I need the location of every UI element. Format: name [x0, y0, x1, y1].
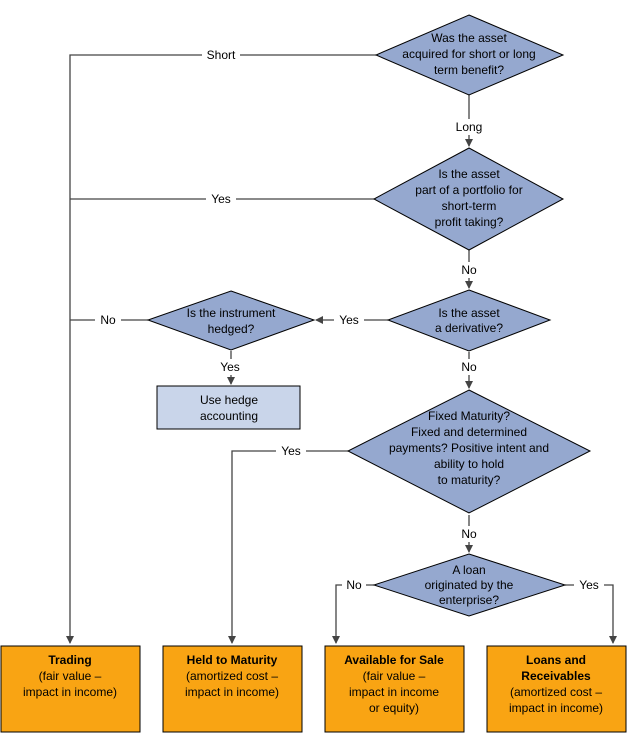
label-no-hedged: No	[100, 313, 116, 327]
outcome-trading: Trading (fair value – impact in income)	[0, 645, 141, 733]
decision-loan-line-1: A loan	[452, 563, 485, 577]
decision-loan-line-2: originated by the	[425, 578, 514, 592]
outcome-available-for-sale: Available for Sale (fair value – impact …	[324, 645, 465, 733]
outcome-trading-line-2: impact in income)	[23, 685, 117, 699]
outcome-loans-receivables: Loans and Receivables (amortized cost – …	[486, 645, 627, 733]
outcome-held-to-maturity: Held to Maturity (amortized cost – impac…	[162, 645, 303, 733]
decision-acquired-term-line-2: acquired for short or long	[402, 47, 535, 61]
outcome-afs-line-2: impact in income	[349, 685, 439, 699]
decision-portfolio-line-1: Is the asset	[438, 167, 500, 181]
decision-maturity-line-4: ability to hold	[434, 457, 504, 471]
decision-derivative: Is the asset a derivative?	[386, 289, 552, 352]
label-long: Long	[456, 120, 483, 134]
outcome-afs-title: Available for Sale	[344, 653, 444, 667]
decision-derivative-line-2: a derivative?	[435, 321, 503, 335]
label-yes-portfolio: Yes	[211, 192, 231, 206]
label-yes-derivative: Yes	[339, 313, 359, 327]
outcome-afs-line-3: or equity)	[369, 701, 419, 715]
label-no-maturity: No	[461, 527, 477, 541]
outcome-held-title: Held to Maturity	[187, 653, 278, 667]
connector-labels: Short Long Yes No Yes No Yes No Yes No N…	[95, 47, 604, 593]
connector-yes-loan	[565, 584, 617, 644]
process-hedge-line-1: Use hedge	[200, 393, 258, 407]
decision-acquired-term-line-1: Was the asset	[431, 31, 507, 45]
decision-maturity-line-3: payments? Positive intent and	[389, 441, 549, 455]
decision-acquired-term-line-3: term benefit?	[434, 63, 504, 77]
outcome-afs-line-1: (fair value –	[363, 669, 426, 683]
outcome-trading-line-1: (fair value –	[39, 669, 102, 683]
label-short: Short	[207, 48, 236, 62]
decision-hedged-line-2: hedged?	[208, 322, 255, 336]
outcome-held-line-1: (amortized cost –	[186, 669, 278, 683]
decision-derivative-line-1: Is the asset	[438, 306, 500, 320]
label-yes-loan: Yes	[579, 578, 599, 592]
decision-portfolio-line-2: part of a portfolio for	[415, 183, 522, 197]
connector-short	[66, 54, 376, 644]
label-no-loan: No	[346, 578, 362, 592]
process-hedge-line-2: accounting	[200, 409, 258, 423]
decision-maturity: Fixed Maturity? Fixed and determined pay…	[346, 389, 592, 514]
decision-loan: A loan originated by the enterprise?	[372, 553, 567, 617]
decision-acquired-term: Was the asset acquired for short or long…	[374, 14, 565, 96]
label-yes-hedged: Yes	[220, 360, 240, 374]
outcome-trading-title: Trading	[48, 653, 91, 667]
decision-maturity-line-5: to maturity?	[438, 473, 501, 487]
connectors	[66, 54, 617, 644]
process-hedge-accounting: Use hedge accounting	[156, 385, 301, 430]
connector-yes-maturity	[228, 450, 348, 644]
decision-maturity-line-2: Fixed and determined	[411, 425, 527, 439]
outcome-loans-title: Loans and	[526, 653, 586, 667]
outcome-loans-title-2: Receivables	[521, 669, 591, 683]
decision-portfolio-line-3: short-term	[442, 199, 497, 213]
decision-hedged: Is the instrument hedged?	[146, 290, 316, 351]
decision-maturity-line-1: Fixed Maturity?	[428, 409, 510, 423]
outcome-held-line-2: impact in income)	[185, 685, 279, 699]
label-yes-maturity: Yes	[281, 444, 301, 458]
outcome-loans-line-2: impact in income)	[509, 701, 603, 715]
label-no-portfolio: No	[461, 263, 477, 277]
connector-no-loan	[332, 584, 374, 644]
decision-portfolio: Is the asset part of a portfolio for sho…	[372, 147, 565, 251]
decision-loan-line-3: enterprise?	[439, 593, 499, 607]
outcome-loans-line-1: (amortized cost –	[510, 685, 602, 699]
decision-hedged-line-1: Is the instrument	[187, 306, 276, 320]
decision-portfolio-line-4: profit taking?	[435, 215, 504, 229]
label-no-derivative: No	[461, 360, 477, 374]
